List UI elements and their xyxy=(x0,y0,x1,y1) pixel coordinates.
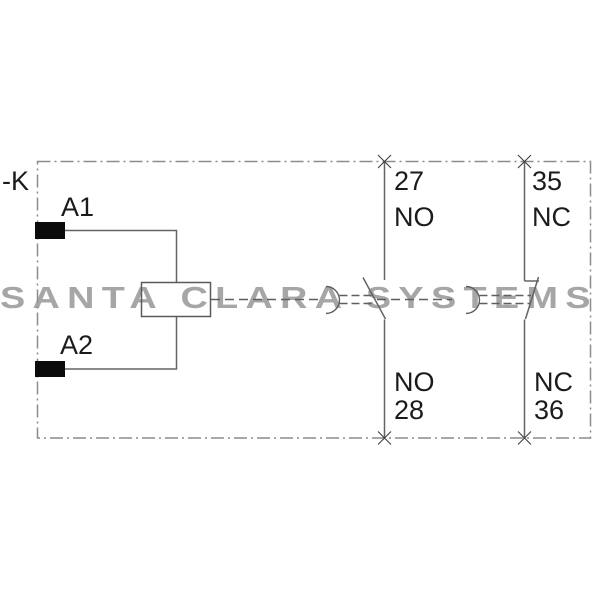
nc-bottom-terminal-number: 36 xyxy=(534,395,565,425)
terminal-a1-block xyxy=(35,222,65,239)
crossing-mark-35 xyxy=(517,154,532,169)
border-crossing-marks xyxy=(377,154,532,445)
crossing-mark-36 xyxy=(517,431,532,445)
terminal-a2-label: A2 xyxy=(60,330,94,360)
no-top-terminal-number: 27 xyxy=(394,166,425,196)
no-contact-lever xyxy=(362,277,387,320)
nc-contact-symbol xyxy=(523,161,540,438)
device-reference-label: -K xyxy=(2,166,29,196)
nc-contact-lever xyxy=(524,276,540,320)
nc-top-type-label: NC xyxy=(532,202,571,232)
watermark-text: SANTA CLARA SYSTEMS xyxy=(0,280,598,315)
wire-a1-to-coil xyxy=(65,229,178,282)
crossing-mark-28 xyxy=(377,431,392,445)
actuator-arc-no xyxy=(325,285,341,315)
actuator-arc-nc xyxy=(465,285,481,315)
crossing-mark-27 xyxy=(377,154,392,169)
wire-a2-to-coil xyxy=(65,317,178,370)
enclosure-border xyxy=(36,160,592,439)
no-contact-symbol xyxy=(362,161,387,438)
coil-circuit xyxy=(35,222,212,377)
mechanical-linkage xyxy=(211,285,531,315)
terminal-a1-label: A1 xyxy=(61,192,95,222)
terminal-a2-block xyxy=(35,361,65,377)
no-bottom-terminal-number: 28 xyxy=(394,395,425,425)
nc-top-terminal-number: 35 xyxy=(532,166,563,196)
no-bottom-type-label: NO xyxy=(394,367,435,397)
coil-symbol xyxy=(140,281,212,318)
no-top-type-label: NO xyxy=(394,202,435,232)
nc-bottom-type-label: NC xyxy=(534,367,573,397)
